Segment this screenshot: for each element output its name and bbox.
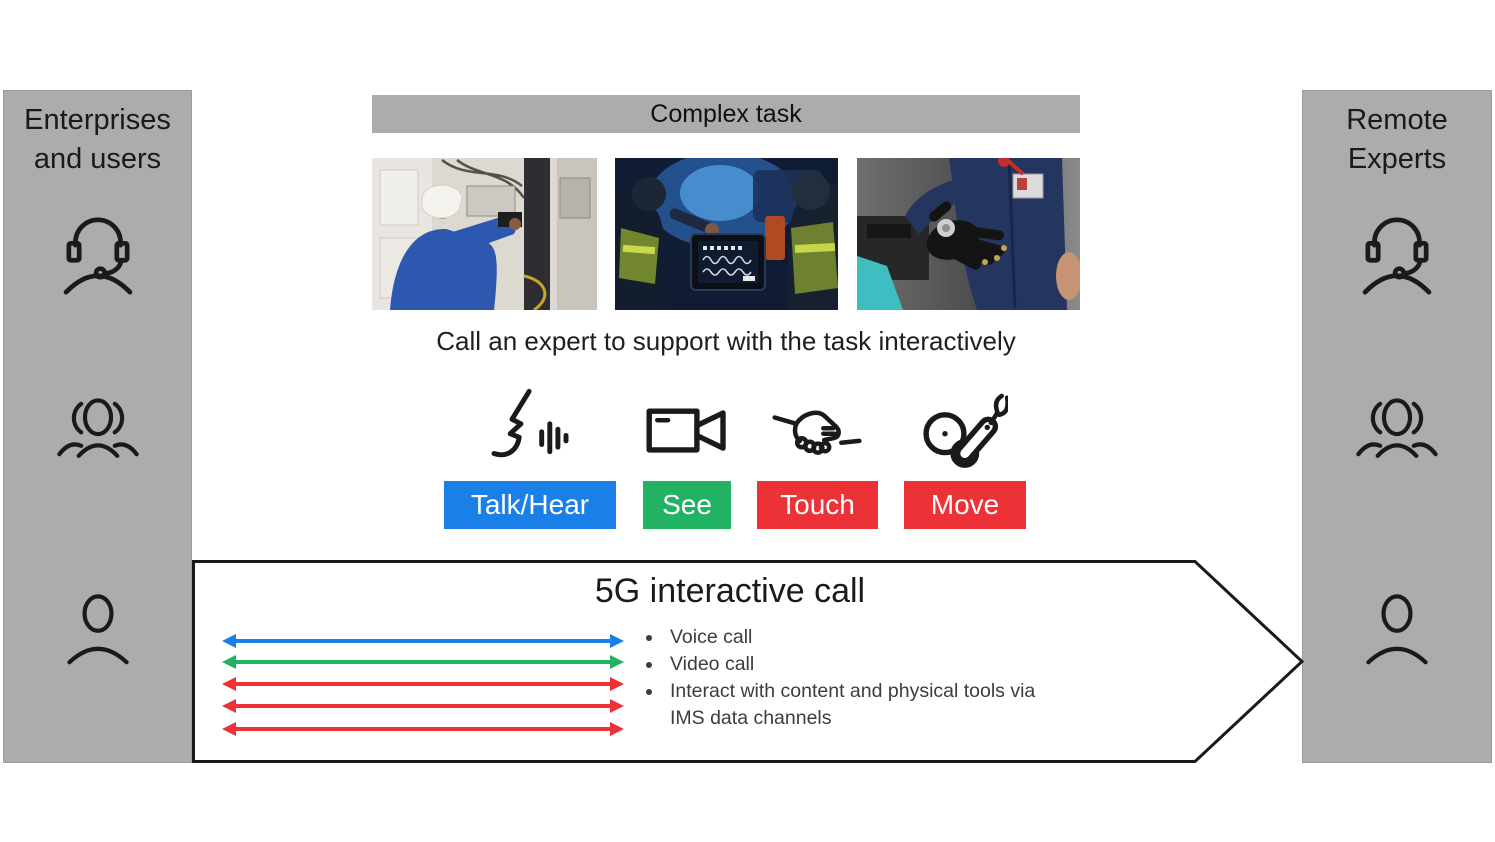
headset-agent-icon xyxy=(51,201,145,295)
arrow-left-head xyxy=(222,722,236,736)
arrow-shaft xyxy=(232,727,614,731)
talking-face-icon xyxy=(485,386,575,476)
bullet-video-call: Video call xyxy=(664,651,1036,678)
headset-agent-icon xyxy=(1350,201,1444,295)
capability-label-move: Move xyxy=(904,481,1026,529)
arrow-left-head xyxy=(222,677,236,691)
arrow-left-head xyxy=(222,634,236,648)
banner-title: 5G interactive call xyxy=(594,572,866,610)
photo-ambulance-tablet xyxy=(615,158,838,310)
arrow-shaft xyxy=(232,660,614,664)
arrow-right-head xyxy=(610,677,624,691)
remote-experts-panel: Remote Experts xyxy=(1302,90,1492,763)
data-channel-arrow xyxy=(222,722,624,736)
photo-technician-rack xyxy=(372,158,597,310)
data-channel-arrow xyxy=(222,699,624,713)
single-user-icon xyxy=(56,585,140,669)
robot-arm-icon xyxy=(918,386,1008,476)
capability-label-see: See xyxy=(643,481,731,529)
banner-arrow-shape xyxy=(192,560,1304,763)
handshake-icon xyxy=(772,386,862,476)
user-group-icon xyxy=(48,387,148,471)
user-group-icon xyxy=(1347,387,1447,471)
arrow-right-head xyxy=(610,655,624,669)
single-user-icon xyxy=(1355,585,1439,669)
complex-task-header: Complex task xyxy=(372,95,1080,133)
voice-call-arrow xyxy=(222,634,624,648)
arrow-left-head xyxy=(222,655,236,669)
enterprises-panel: Enterprises and users xyxy=(3,90,192,763)
arrow-shaft xyxy=(232,704,614,708)
video-call-arrow xyxy=(222,655,624,669)
arrow-left-head xyxy=(222,699,236,713)
data-channel-arrow xyxy=(222,677,624,691)
capability-label-touch: Touch xyxy=(757,481,878,529)
5g-call-banner: 5G interactive call Voice call Video cal… xyxy=(192,560,1304,763)
photo-haptic-glove xyxy=(857,158,1080,310)
arrow-right-head xyxy=(610,634,624,648)
arrow-right-head xyxy=(610,699,624,713)
bullet-voice-call: Voice call xyxy=(664,624,1036,651)
arrow-shaft xyxy=(232,639,614,643)
capability-label-talk-hear: Talk/Hear xyxy=(444,481,616,529)
bullet-interact-tools: Interact with content and physical tools… xyxy=(664,678,1036,732)
video-camera-icon xyxy=(642,386,732,476)
task-caption: Call an expert to support with the task … xyxy=(436,326,1016,356)
enterprises-panel-title: Enterprises and users xyxy=(24,104,171,176)
remote-experts-panel-title: Remote Experts xyxy=(1346,104,1448,176)
arrow-right-head xyxy=(610,722,624,736)
banner-bullet-list: Voice call Video call Interact with cont… xyxy=(638,624,1036,732)
arrow-shaft xyxy=(232,682,614,686)
